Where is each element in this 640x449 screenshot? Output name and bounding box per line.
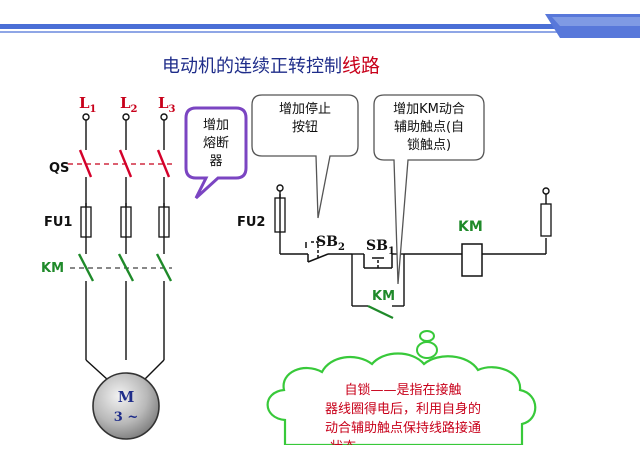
- callout-fuse-line-2: 熔断: [203, 136, 229, 151]
- callout-fuse-line-3: 器: [209, 154, 222, 169]
- fu1-wires: [85, 203, 165, 254]
- main-circuit: L1 L2 L3 QS FU1: [41, 94, 176, 440]
- sb2-stop-button: [305, 241, 329, 263]
- motor-feed-wires: [85, 281, 165, 381]
- callout-aux: 增加KM动合 辅助触点(自 锁触点): [373, 94, 485, 285]
- supply-wires: [85, 120, 165, 150]
- page-title: 电动机的连续正转控制线路: [162, 55, 380, 77]
- km-main-contacts: [77, 253, 173, 282]
- callout-aux-line-1: 增加KM动合: [393, 102, 465, 117]
- motor-label-m: M: [118, 388, 135, 406]
- cloud-line-2: 器线圈得电后，利用自身的: [325, 401, 481, 417]
- km-coil: [461, 243, 483, 277]
- km-main-label: KM: [41, 261, 64, 276]
- control-terminal-left: [276, 184, 284, 192]
- callout-stop-line-2: 按钮: [292, 120, 318, 135]
- fu1-fuses: [80, 206, 170, 238]
- control-wires: [280, 238, 547, 307]
- motor-symbol: [92, 372, 160, 440]
- qs-to-fu1-wires: [85, 177, 165, 207]
- motor-label-phase: 3 ~: [114, 410, 138, 425]
- fu2-label: FU2: [237, 215, 265, 230]
- cloud-line-3: 动合辅助触点保持线路接通: [325, 420, 481, 436]
- callout-aux-line-3: 锁触点): [407, 137, 451, 153]
- sb2-label: SB2: [316, 234, 345, 253]
- km-aux-contact: [367, 305, 394, 319]
- title-highlight: 线路: [342, 55, 380, 77]
- cloud-note: 自锁——是指在接触 器线圈得电后，利用自身的 动合辅助触点保持线路接通 状态: [266, 330, 537, 449]
- km-coil-label: KM: [458, 219, 483, 235]
- km-aux-label: KM: [372, 289, 395, 304]
- qs-label: QS: [49, 161, 69, 176]
- control-terminal-right: [542, 187, 550, 195]
- cloud-line-1: 自锁——是指在接触: [344, 382, 461, 398]
- sb1-start-button: [363, 254, 393, 269]
- terminal-l1: [82, 113, 90, 121]
- terminal-l3: [160, 113, 168, 121]
- callout-fuse: 增加 熔断 器: [184, 106, 248, 200]
- terminal-l2: [122, 113, 130, 121]
- phase-label-l3: L3: [158, 94, 176, 115]
- header-band: [0, 0, 640, 38]
- sb1-label: SB1: [366, 238, 395, 257]
- callout-aux-line-2: 辅助触点(自: [394, 120, 464, 135]
- cloud-line-4: 状态: [330, 440, 356, 445]
- control-fuse-right: [540, 203, 552, 237]
- callout-stop-line-1: 增加停止: [279, 101, 331, 117]
- fu1-label: FU1: [44, 215, 72, 230]
- callout-stop: 增加停止 按钮: [251, 94, 359, 219]
- qs-switch: [78, 149, 171, 178]
- title-main: 电动机的连续正转控制: [162, 56, 342, 77]
- control-circuit: FU2 SB2 SB1: [237, 184, 552, 319]
- callout-fuse-line-1: 增加: [203, 118, 229, 133]
- phase-label-l1: L1: [79, 94, 97, 115]
- phase-label-l2: L2: [120, 94, 138, 115]
